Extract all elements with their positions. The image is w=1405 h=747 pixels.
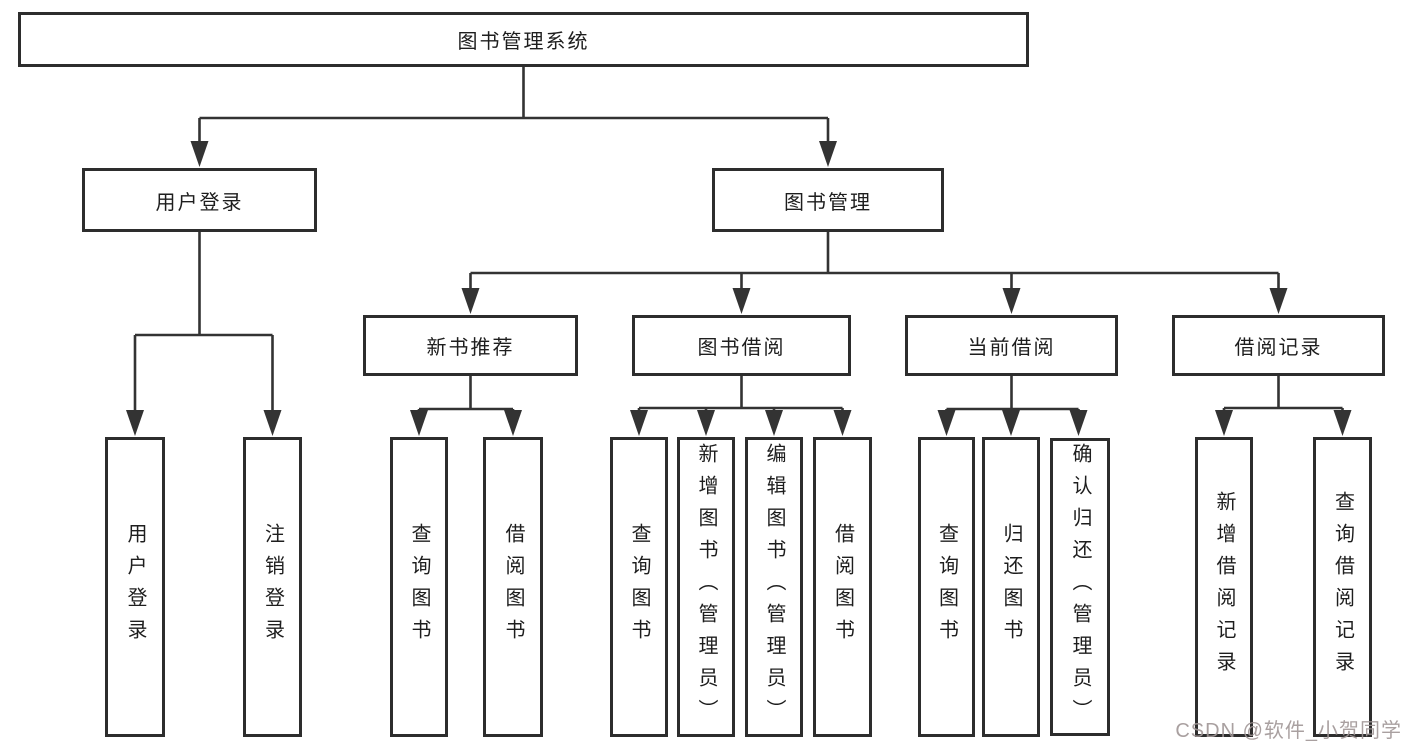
connector-newbookrec-to-leaves [417, 376, 515, 418]
connector-borrowrecord-to-leaves [1222, 376, 1344, 418]
connector-bookborrow-to-leaves [637, 376, 844, 418]
leaf-bb-query-books: 查询图书 [610, 437, 668, 737]
node-root: 图书管理系统 [18, 12, 1029, 67]
arrowhead-icon [937, 410, 956, 436]
arrowhead-icon [504, 410, 522, 436]
arrowhead-icon [1069, 410, 1088, 436]
node-borrow-record-label: 借阅记录 [1234, 337, 1323, 359]
leaf-br-add-record: 新增借阅记录 [1195, 437, 1253, 737]
connector-root-to-level2 [198, 67, 830, 150]
arrowhead-icon [630, 410, 648, 436]
arrowhead-icon [190, 141, 209, 167]
leaf-rec-borrow-books-label: 借阅图书 [502, 523, 524, 651]
arrowhead-icon [410, 410, 428, 436]
node-new-book-rec-label: 新书推荐 [426, 337, 515, 359]
leaf-logout: 注销登录 [243, 437, 302, 737]
leaf-user-login: 用户登录 [105, 437, 165, 737]
leaf-bb-borrow-books-label: 借阅图书 [831, 523, 854, 651]
node-user-login-label: 用户登录 [155, 191, 244, 214]
leaf-cb-return-books: 归还图书 [982, 437, 1040, 737]
leaf-cb-confirm-return-admin-label: 确认归还（管理员） [1069, 443, 1091, 731]
arrowheads [126, 141, 1352, 436]
csdn-watermark: CSDN @软件_小贺同学 [1175, 720, 1402, 742]
leaf-user-login-label: 用户登录 [124, 523, 146, 651]
node-book-borrow-label: 图书借阅 [697, 337, 786, 359]
node-book-borrow: 图书借阅 [632, 315, 851, 376]
leaf-bb-query-books-label: 查询图书 [628, 523, 650, 651]
arrowhead-icon [819, 141, 837, 167]
connector-userlogin-to-leaves [133, 232, 274, 418]
arrowhead-icon [1333, 410, 1352, 436]
node-current-borrow: 当前借阅 [905, 315, 1118, 376]
arrowhead-icon [126, 410, 144, 436]
leaf-bb-borrow-books: 借阅图书 [813, 437, 872, 737]
node-new-book-rec: 新书推荐 [363, 315, 578, 376]
leaf-bb-edit-books-admin-label: 编辑图书（管理员） [763, 443, 785, 731]
leaf-cb-confirm-return-admin: 确认归还（管理员） [1050, 438, 1110, 736]
arrowhead-icon [461, 288, 480, 314]
arrowhead-icon [1002, 288, 1021, 314]
node-current-borrow-label: 当前借阅 [967, 337, 1056, 359]
node-book-mgmt: 图书管理 [712, 168, 944, 232]
arrowhead-icon [1002, 410, 1020, 436]
arrowhead-icon [697, 410, 715, 436]
arrowhead-icon [1215, 410, 1233, 436]
leaf-bb-edit-books-admin: 编辑图书（管理员） [745, 437, 803, 737]
connector-bookmgmt-to-level3 [469, 232, 1280, 297]
leaf-rec-borrow-books: 借阅图书 [483, 437, 543, 737]
arrowhead-icon [765, 410, 783, 436]
leaf-rec-query-books: 查询图书 [390, 437, 448, 737]
node-borrow-record: 借阅记录 [1172, 315, 1385, 376]
arrowhead-icon [1269, 288, 1288, 314]
leaf-cb-query-books: 查询图书 [918, 437, 975, 737]
leaf-cb-query-books-label: 查询图书 [935, 523, 958, 651]
leaf-logout-label: 注销登录 [261, 523, 284, 651]
node-book-mgmt-label: 图书管理 [784, 191, 872, 214]
leaf-br-query-record-label: 查询借阅记录 [1331, 491, 1354, 683]
arrowhead-icon [263, 410, 282, 436]
node-root-label: 图书管理系统 [457, 31, 590, 53]
leaf-bb-add-books-admin: 新增图书（管理员） [677, 437, 735, 737]
leaf-br-add-record-label: 新增借阅记录 [1213, 491, 1235, 683]
leaf-cb-return-books-label: 归还图书 [1000, 523, 1022, 651]
leaf-rec-query-books-label: 查询图书 [408, 523, 430, 651]
leaf-bb-add-books-admin-label: 新增图书（管理员） [695, 443, 717, 731]
node-user-login: 用户登录 [82, 168, 317, 232]
arrowhead-icon [732, 288, 751, 314]
leaf-br-query-record: 查询借阅记录 [1313, 437, 1372, 737]
arrowhead-icon [833, 410, 852, 436]
